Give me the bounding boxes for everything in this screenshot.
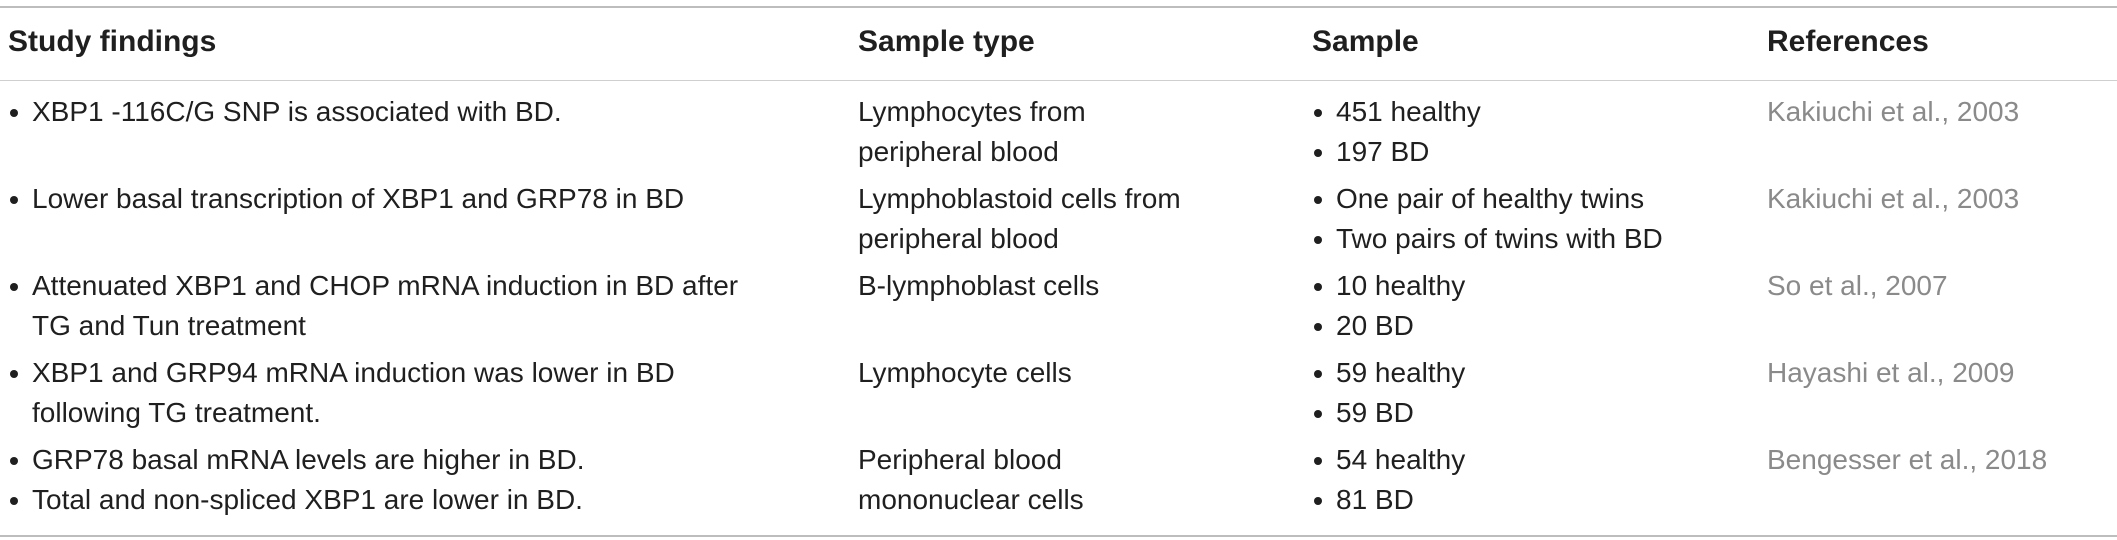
sample-item: 10 healthy: [1312, 266, 1742, 306]
bullet-dot: [1314, 497, 1322, 505]
finding-item: XBP1 -116C/G SNP is associated with BD.: [8, 92, 828, 132]
bullet-dot: [10, 109, 18, 117]
finding-text-line: 197 BD: [1336, 136, 1430, 167]
cell-sample: 451 healthy 197 BD: [1312, 92, 1742, 172]
bullet-dot: [10, 457, 18, 465]
table-bottom-rule: [0, 535, 2117, 537]
sample-type-line: mononuclear cells: [858, 484, 1084, 515]
sample-item: Two pairs of twins with BD: [1312, 219, 1742, 259]
finding-item: Attenuated XBP1 and CHOP mRNA induction …: [8, 266, 828, 346]
bullet-dot: [1314, 196, 1322, 204]
sample-item: 54 healthy: [1312, 440, 1742, 480]
finding-text-line: Attenuated XBP1 and CHOP mRNA induction …: [32, 270, 739, 301]
sample-item: 81 BD: [1312, 480, 1742, 520]
sample-type-line: Peripheral blood: [858, 444, 1062, 475]
sample-type-line: Lymphocyte cells: [858, 357, 1072, 388]
reference-text: Bengesser et al., 2018: [1767, 444, 2048, 475]
table-row: GRP78 basal mRNA levels are higher in BD…: [0, 440, 2117, 524]
sample-item: 197 BD: [1312, 132, 1742, 172]
finding-text-line: 81 BD: [1336, 484, 1414, 515]
bullet-dot: [1314, 457, 1322, 465]
finding-text-line: Lower basal transcription of XBP1 and GR…: [32, 183, 685, 214]
reference-text: Kakiuchi et al., 2003: [1767, 96, 2020, 127]
cell-sample: 10 healthy 20 BD: [1312, 266, 1742, 346]
cell-sample-type: B-lymphoblast cells: [858, 266, 1278, 306]
finding-text-line: Total and non-spliced XBP1 are lower in …: [32, 484, 583, 515]
reference-text: Hayashi et al., 2009: [1767, 357, 2015, 388]
bullet-dot: [10, 196, 18, 204]
sample-type-line: Lymphoblastoid cells from: [858, 183, 1181, 214]
table-row: XBP1 -116C/G SNP is associated with BD. L…: [0, 92, 2117, 176]
sample-type-line: Lymphocytes from: [858, 96, 1086, 127]
header-divider: [0, 80, 2117, 81]
cell-study-findings: Attenuated XBP1 and CHOP mRNA induction …: [8, 266, 828, 346]
cell-sample: 59 healthy 59 BD: [1312, 353, 1742, 433]
header-sample: Sample: [1312, 25, 1419, 58]
finding-item: Lower basal transcription of XBP1 and GR…: [8, 179, 828, 219]
finding-text-line: XBP1 -116C/G SNP is associated with BD.: [32, 96, 562, 127]
bullet-dot: [1314, 323, 1322, 331]
sample-item: 20 BD: [1312, 306, 1742, 346]
bullet-dot: [1314, 370, 1322, 378]
bullet-dot: [1314, 109, 1322, 117]
table-row: Lower basal transcription of XBP1 and GR…: [0, 179, 2117, 263]
cell-sample-type: Lymphocytes from peripheral blood: [858, 92, 1278, 172]
sample-type-line: B-lymphoblast cells: [858, 270, 1100, 301]
finding-text-line: 451 healthy: [1336, 96, 1481, 127]
bullet-dot: [1314, 410, 1322, 418]
bullet-dot: [1314, 149, 1322, 157]
cell-study-findings: XBP1 and GRP94 mRNA induction was lower …: [8, 353, 828, 433]
cell-sample-type: Peripheral blood mononuclear cells: [858, 440, 1278, 520]
cell-study-findings: Lower basal transcription of XBP1 and GR…: [8, 179, 828, 219]
sample-item: 59 healthy: [1312, 353, 1742, 393]
header-study-findings: Study findings: [8, 25, 217, 58]
cell-sample: 54 healthy 81 BD: [1312, 440, 1742, 520]
finding-text-line: following TG treatment.: [32, 397, 321, 428]
finding-text-line: XBP1 and GRP94 mRNA induction was lower …: [32, 357, 675, 388]
finding-text-line: 59 healthy: [1336, 357, 1466, 388]
reference-text: Kakiuchi et al., 2003: [1767, 183, 2020, 214]
sample-type-line: peripheral blood: [858, 223, 1059, 254]
finding-text-line: TG and Tun treatment: [32, 310, 306, 341]
cell-study-findings: GRP78 basal mRNA levels are higher in BD…: [8, 440, 828, 520]
cell-reference: Hayashi et al., 2009: [1767, 353, 2107, 393]
cell-reference: Kakiuchi et al., 2003: [1767, 92, 2107, 132]
finding-item: GRP78 basal mRNA levels are higher in BD…: [8, 440, 828, 480]
finding-text-line: Two pairs of twins with BD: [1336, 223, 1663, 254]
cell-reference: So et al., 2007: [1767, 266, 2107, 306]
bullet-dot: [10, 497, 18, 505]
finding-text-line: 59 BD: [1336, 397, 1414, 428]
reference-text: So et al., 2007: [1767, 270, 1948, 301]
cell-reference: Bengesser et al., 2018: [1767, 440, 2107, 480]
bullet-dot: [10, 370, 18, 378]
table-row: XBP1 and GRP94 mRNA induction was lower …: [0, 353, 2117, 437]
sample-type-line: peripheral blood: [858, 136, 1059, 167]
finding-text-line: 10 healthy: [1336, 270, 1466, 301]
table-header-row: Study findings Sample type Sample Refere…: [0, 22, 2117, 62]
table-row: Attenuated XBP1 and CHOP mRNA induction …: [0, 266, 2117, 350]
sample-item: One pair of healthy twins: [1312, 179, 1742, 219]
cell-study-findings: XBP1 -116C/G SNP is associated with BD.: [8, 92, 828, 132]
bullet-dot: [10, 283, 18, 291]
bullet-dot: [1314, 283, 1322, 291]
finding-item: Total and non-spliced XBP1 are lower in …: [8, 480, 828, 520]
finding-text-line: 54 healthy: [1336, 444, 1466, 475]
finding-item: XBP1 and GRP94 mRNA induction was lower …: [8, 353, 828, 433]
cell-sample-type: Lymphocyte cells: [858, 353, 1278, 393]
finding-text-line: GRP78 basal mRNA levels are higher in BD…: [32, 444, 585, 475]
cell-sample-type: Lymphoblastoid cells from peripheral bloo…: [858, 179, 1278, 259]
bullet-dot: [1314, 236, 1322, 244]
header-sample-type: Sample type: [858, 25, 1035, 58]
table-top-rule: [0, 6, 2117, 8]
cell-reference: Kakiuchi et al., 2003: [1767, 179, 2107, 219]
finding-text-line: 20 BD: [1336, 310, 1414, 341]
sample-item: 451 healthy: [1312, 92, 1742, 132]
header-references: References: [1767, 25, 1929, 58]
sample-item: 59 BD: [1312, 393, 1742, 433]
finding-text-line: One pair of healthy twins: [1336, 183, 1645, 214]
